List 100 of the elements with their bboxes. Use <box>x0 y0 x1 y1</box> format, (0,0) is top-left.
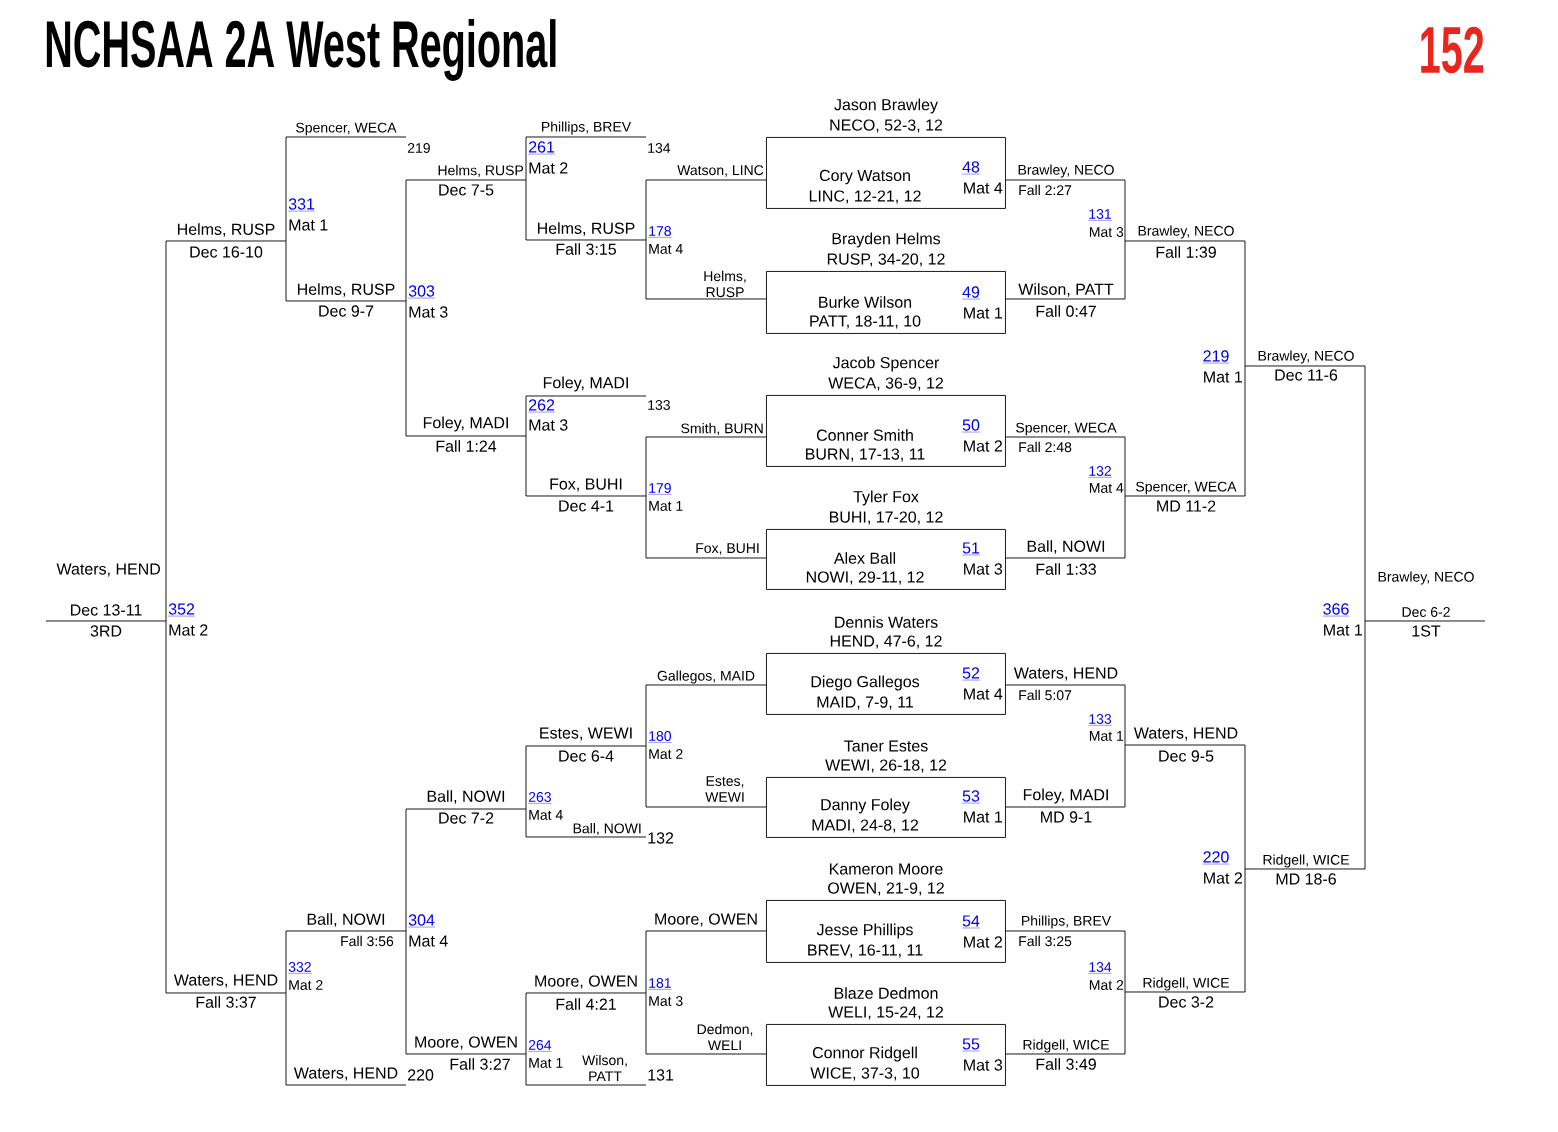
match-box: Kameron Moore OWEN, 21-9, 12 Jesse Phillips BREV, 16-11, 11 54 Mat 2 <box>766 863 1006 963</box>
match-result: Fall 3:25 <box>1019 935 1072 947</box>
wrestler-name: Ridgell, WICE <box>1143 977 1229 991</box>
wrestler-name: Foley, MADI <box>423 416 508 432</box>
match-result: Dec 11-6 <box>1275 369 1338 381</box>
node-label: WEWI, 26-18, 12 <box>825 759 947 773</box>
wrestler-name: Dedmon, WELI <box>697 1023 753 1051</box>
match-result: Dec 3-2 <box>1159 996 1214 1008</box>
match-number: 134 <box>1088 962 1112 974</box>
match-result: MD 9-1 <box>1041 811 1092 823</box>
match-result: Dec 13-11 <box>71 604 142 616</box>
match-number: 134 <box>648 143 671 153</box>
mat-label: Mat 3 <box>1089 227 1124 237</box>
node-label: Taner Estes <box>844 740 928 752</box>
wrestler-name: Estes, WEWI <box>705 776 744 802</box>
match-number: 262 <box>528 399 556 413</box>
match-number: 304 <box>408 914 436 928</box>
match-number: 133 <box>1088 714 1112 726</box>
match-number: 132 <box>1088 466 1112 478</box>
match-box: Jason Brawley NECO, 52-3, 12 Cory Watson LINC, 12-21, 12 48 Mat 4 <box>766 98 1006 209</box>
wrestler-name: Moore, OWEN <box>415 1036 517 1050</box>
match-result: Fall 3:37 <box>196 996 256 1008</box>
match-result: Fall 5:07 <box>1019 689 1072 701</box>
node-label: BUHI, 17-20, 12 <box>829 511 943 525</box>
wrestler-name: Phillips, BREV <box>1022 915 1112 929</box>
wrestler-name: Ridgell, WICE <box>1023 1039 1109 1053</box>
match-number: 181 <box>648 978 672 990</box>
mat-label: Mat 1 <box>529 1058 563 1068</box>
title: NCHSAA 2A West Regional <box>46 19 556 81</box>
match-number: 331 <box>288 198 316 212</box>
wrestler-name: Ridgell, WICE <box>1263 854 1349 868</box>
match-result: Fall 3:27 <box>450 1058 510 1070</box>
match-result: Fall 1:33 <box>1036 563 1096 575</box>
wrestler-name: Ball, NOWI <box>307 913 385 927</box>
mat-label: Mat 1 <box>1204 371 1242 383</box>
match-result: Dec 4-1 <box>559 500 614 512</box>
mat-label: Mat 1 <box>1324 624 1362 636</box>
mat-label: Mat 1 <box>289 219 328 231</box>
match-result: Fall 1:39 <box>1156 246 1216 258</box>
node-label: WELI, 15-24, 12 <box>828 1006 943 1020</box>
match-number: 352 <box>168 603 196 617</box>
mat-label: Mat 4 <box>409 935 448 947</box>
mat-label: Mat 2 <box>169 624 208 636</box>
match-box: Blaze Dedmon WELI, 15-24, 12 Connor Ridgell WICE, 37-3, 10 55 Mat 3 <box>766 987 1006 1086</box>
wrestler-name: Wilson, PATT <box>582 1054 627 1082</box>
match-result: Dec 6-2 <box>1402 607 1450 617</box>
node-label: RUSP, 34-20, 12 <box>827 253 945 267</box>
match-result: Fall 4:21 <box>556 998 616 1010</box>
match-box: Tyler Fox BUHI, 17-20, 12 Alex Ball NOWI, 29-11, 12 51 Mat 3 <box>766 490 1006 590</box>
match-result: Dec 6-4 <box>559 750 614 762</box>
match-result: MD 18-6 <box>1276 873 1336 885</box>
mat-label: Mat 1 <box>1089 731 1124 741</box>
node-label: Jacob Spencer <box>832 356 940 372</box>
match-number: 303 <box>408 285 436 299</box>
wrestler-name: Helms, RUSP <box>704 270 746 298</box>
wrestler-name: Helms, RUSP <box>538 222 635 236</box>
mat-label: Mat 4 <box>1089 483 1124 493</box>
node-label: Jason Brawley <box>834 98 938 114</box>
node-label: OWEN, 21-9, 12 <box>828 882 944 896</box>
mat-label: Mat 2 <box>1204 872 1242 884</box>
match-box: Dennis Waters HEND, 47-6, 12 Diego Gallegos MAID, 7-9, 11 52 Mat 4 <box>766 616 1006 715</box>
match-result: Fall 0:47 <box>1036 305 1096 317</box>
wrestler-name: Foley, MADI <box>1023 788 1108 804</box>
match-box: Jacob Spencer WECA, 36-9, 12 Conner Smith BURN, 17-13, 11 50 Mat 2 <box>766 356 1006 467</box>
wrestler-name: Waters, HEND <box>56 563 161 577</box>
node-label: NECO, 52-3, 12 <box>830 119 943 133</box>
wrestler-name: Waters, HEND <box>293 1067 398 1081</box>
mat-label: Mat 3 <box>529 419 568 431</box>
match-number: 263 <box>528 792 552 804</box>
wrestler-name: Waters, HEND <box>173 974 278 988</box>
match-number: 179 <box>648 483 672 495</box>
match-result: Fall 2:48 <box>1019 441 1072 453</box>
match-number: 178 <box>648 226 672 238</box>
match-result: Fall 3:49 <box>1036 1058 1096 1070</box>
node-label: Tyler Fox <box>853 490 919 506</box>
match-box: Brayden Helms RUSP, 34-20, 12 Burke Wilson PATT, 18-11, 10 49 Mat 1 <box>766 232 1006 334</box>
match-result: MD 11-2 <box>1157 500 1216 512</box>
match-result: Dec 7-2 <box>439 812 494 824</box>
match-number: 180 <box>648 731 672 743</box>
mat-label: Mat 2 <box>649 749 683 759</box>
match-result: Fall 1:24 <box>436 440 497 452</box>
match-number: 264 <box>528 1040 552 1052</box>
match-number: 131 <box>648 1069 674 1081</box>
mat-label: Mat 4 <box>649 244 683 254</box>
mat-label: Mat 2 <box>1089 980 1124 990</box>
node-label: Dennis Waters <box>835 616 938 628</box>
wrestler-name: Phillips, BREV <box>542 121 632 135</box>
wrestler-name: Brawley, NECO <box>1258 350 1354 364</box>
mat-label: Mat 1 <box>649 501 683 511</box>
match-number: 133 <box>648 400 670 410</box>
placement-label: 1ST <box>1412 625 1441 637</box>
match-number: 219 <box>407 143 430 153</box>
node-label: WECA, 36-9, 12 <box>828 377 943 391</box>
match-result: Fall 3:15 <box>556 243 616 255</box>
mat-label: Mat 2 <box>529 162 568 174</box>
match-number: 132 <box>648 832 674 844</box>
match-number: 131 <box>1088 209 1112 221</box>
wrestler-name: Waters, HEND <box>1133 727 1238 741</box>
wrestler-name: Ball, NOWI <box>573 823 641 835</box>
match-number: 220 <box>408 1069 434 1081</box>
